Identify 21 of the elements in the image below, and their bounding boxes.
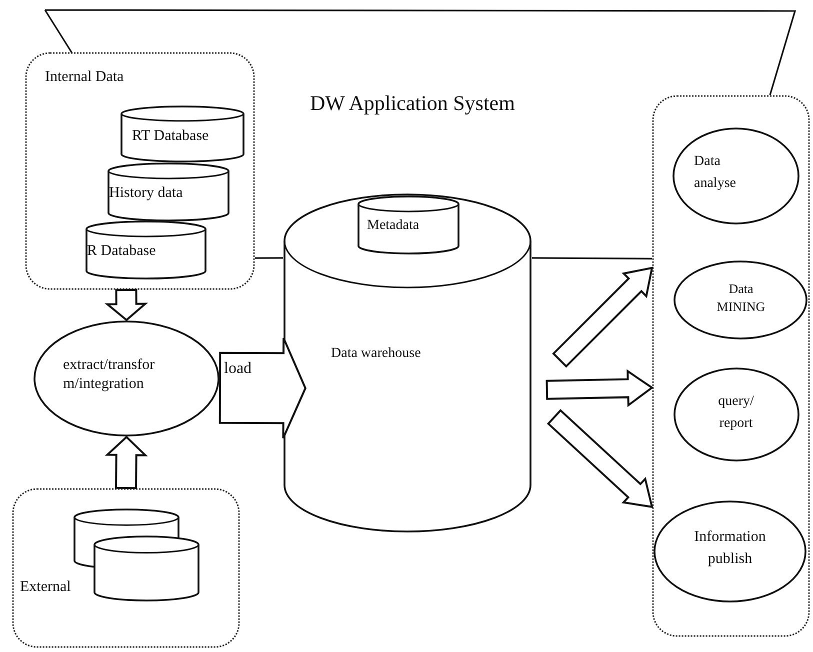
connector-line bbox=[255, 257, 283, 259]
block-arrow bbox=[104, 288, 148, 322]
node-label: Data analyse bbox=[694, 153, 737, 193]
diagram-title: DW Application System bbox=[310, 90, 515, 117]
block-arrow bbox=[552, 266, 654, 368]
block-arrow bbox=[104, 436, 148, 490]
block-arrow bbox=[546, 408, 654, 508]
node-label: Data MINING bbox=[716, 280, 766, 316]
connector-line bbox=[532, 257, 652, 260]
node-label: extract/transfor m/integration bbox=[63, 356, 156, 394]
node-label: query/ report bbox=[717, 393, 755, 433]
node-label: External bbox=[20, 578, 71, 597]
node-label: R Database bbox=[87, 242, 156, 261]
node-label: Information publish bbox=[693, 528, 767, 569]
node-label: Data warehouse bbox=[331, 345, 421, 363]
node-label: Metadata bbox=[367, 217, 420, 235]
block-arrow bbox=[218, 337, 306, 440]
node-label: History data bbox=[109, 184, 183, 203]
node-label: Internal Data bbox=[45, 68, 124, 87]
block-arrow bbox=[546, 369, 654, 408]
node-label: RT Database bbox=[132, 127, 209, 146]
